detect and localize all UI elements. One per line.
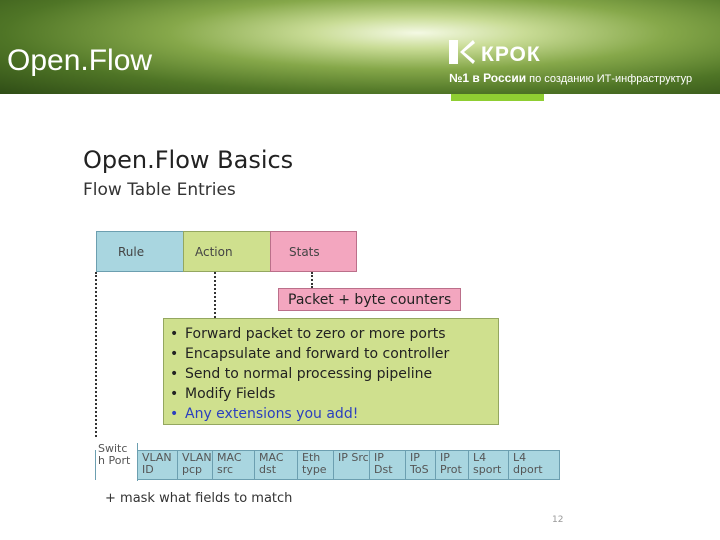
- field-ip-dst: IP Dst: [370, 451, 406, 479]
- action-item: •Modify Fields: [170, 386, 276, 402]
- rule-box: Rule: [96, 231, 184, 272]
- mask-note: + mask what fields to match: [105, 491, 293, 506]
- stats-connector: [311, 272, 313, 288]
- action-item: •Send to normal processing pipeline: [170, 366, 433, 382]
- page-number: 12: [552, 515, 564, 525]
- action-item: •Forward packet to zero or more ports: [170, 326, 446, 342]
- actions-list: •Forward packet to zero or more ports •E…: [170, 324, 498, 424]
- field-l4-sport: L4 sport: [469, 451, 509, 479]
- action-connector: [214, 272, 216, 318]
- field-vlan-id: VLAN ID: [138, 451, 178, 479]
- field-ip-tos: IP ToS: [406, 451, 436, 479]
- match-fields-row: Switc h Port VLAN ID VLAN pcp MAC src MA…: [95, 443, 560, 481]
- slide-title: Open.Flow Basics: [83, 146, 294, 174]
- header-title: Open.Flow: [7, 44, 153, 77]
- field-ip-src: IP Src: [334, 451, 370, 479]
- logo-tagline: №1 в России по созданию ИТ-инфраструктур: [449, 71, 692, 85]
- actions-box: •Forward packet to zero or more ports •E…: [163, 318, 499, 425]
- field-mac-src: MAC src: [213, 451, 255, 479]
- logo-tagline-bold: №1 в России: [449, 71, 527, 85]
- field-switch-port: Switc h Port: [96, 443, 138, 481]
- action-box: Action: [183, 231, 271, 272]
- header-banner: Open.Flow КРОК №1 в России по созданию И…: [0, 0, 720, 94]
- counters-box: Packet + byte counters: [278, 288, 461, 311]
- rule-connector: [95, 272, 97, 437]
- field-mac-dst: MAC dst: [255, 451, 298, 479]
- stats-box: Stats: [270, 231, 357, 272]
- action-item: •Any extensions you add!: [170, 406, 359, 422]
- field-ip-prot: IP Prot: [436, 451, 469, 479]
- action-item: •Encapsulate and forward to controller: [170, 346, 450, 362]
- slide-subtitle: Flow Table Entries: [83, 180, 236, 200]
- logo-tagline-rest: по созданию ИТ-инфраструктур: [529, 73, 693, 85]
- field-eth-type: Eth type: [298, 451, 334, 479]
- field-l4-dport: L4 dport: [513, 451, 543, 476]
- logo-name: КРОК: [481, 43, 541, 66]
- field-vlan-pcp: VLAN pcp: [178, 451, 213, 479]
- krok-logo-icon: [449, 40, 475, 64]
- accent-bar: [451, 94, 544, 101]
